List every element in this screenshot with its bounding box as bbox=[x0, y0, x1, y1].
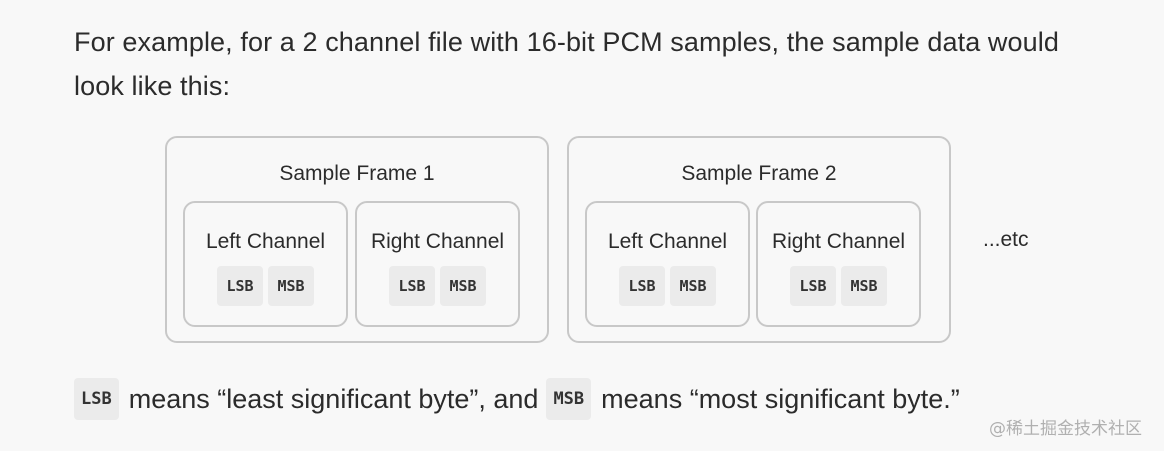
left-channel-box: Left Channel LSB MSB bbox=[585, 201, 750, 327]
lsb-description: means “least significant byte”, and bbox=[128, 383, 539, 414]
lsb-byte: LSB bbox=[790, 266, 836, 306]
lsb-byte: LSB bbox=[389, 266, 435, 306]
channel-title: Left Channel bbox=[205, 230, 326, 253]
lsb-code: LSB bbox=[74, 378, 119, 420]
channel-title: Right Channel bbox=[771, 230, 906, 253]
right-channel-box: Right Channel LSB MSB bbox=[355, 201, 520, 327]
msb-description: means “most significant byte.” bbox=[601, 383, 960, 414]
frame-title: Sample Frame 1 bbox=[279, 162, 435, 185]
byte-row: LSB MSB bbox=[758, 266, 919, 306]
msb-byte: MSB bbox=[670, 266, 716, 306]
sample-frame-1: Sample Frame 1 Left Channel LSB MSB Righ… bbox=[165, 136, 549, 343]
lsb-byte: LSB bbox=[217, 266, 263, 306]
byte-row: LSB MSB bbox=[185, 266, 346, 306]
byte-row: LSB MSB bbox=[587, 266, 748, 306]
intro-paragraph: For example, for a 2 channel file with 1… bbox=[74, 27, 1059, 101]
watermark: @稀土掘金技术社区 bbox=[989, 419, 1142, 439]
etc-label: ...etc bbox=[983, 228, 1029, 251]
lsb-byte: LSB bbox=[619, 266, 665, 306]
frame-title: Sample Frame 2 bbox=[681, 162, 837, 185]
msb-byte: MSB bbox=[841, 266, 887, 306]
channel-title: Right Channel bbox=[370, 230, 505, 253]
right-channel-box: Right Channel LSB MSB bbox=[756, 201, 921, 327]
byte-row: LSB MSB bbox=[357, 266, 518, 306]
legend-line: LSB means “least significant byte”, and … bbox=[74, 378, 968, 420]
channel-title: Left Channel bbox=[607, 230, 728, 253]
sample-frame-2: Sample Frame 2 Left Channel LSB MSB Righ… bbox=[567, 136, 951, 343]
msb-byte: MSB bbox=[268, 266, 314, 306]
left-channel-box: Left Channel LSB MSB bbox=[183, 201, 348, 327]
msb-code: MSB bbox=[546, 378, 592, 420]
msb-byte: MSB bbox=[440, 266, 486, 306]
